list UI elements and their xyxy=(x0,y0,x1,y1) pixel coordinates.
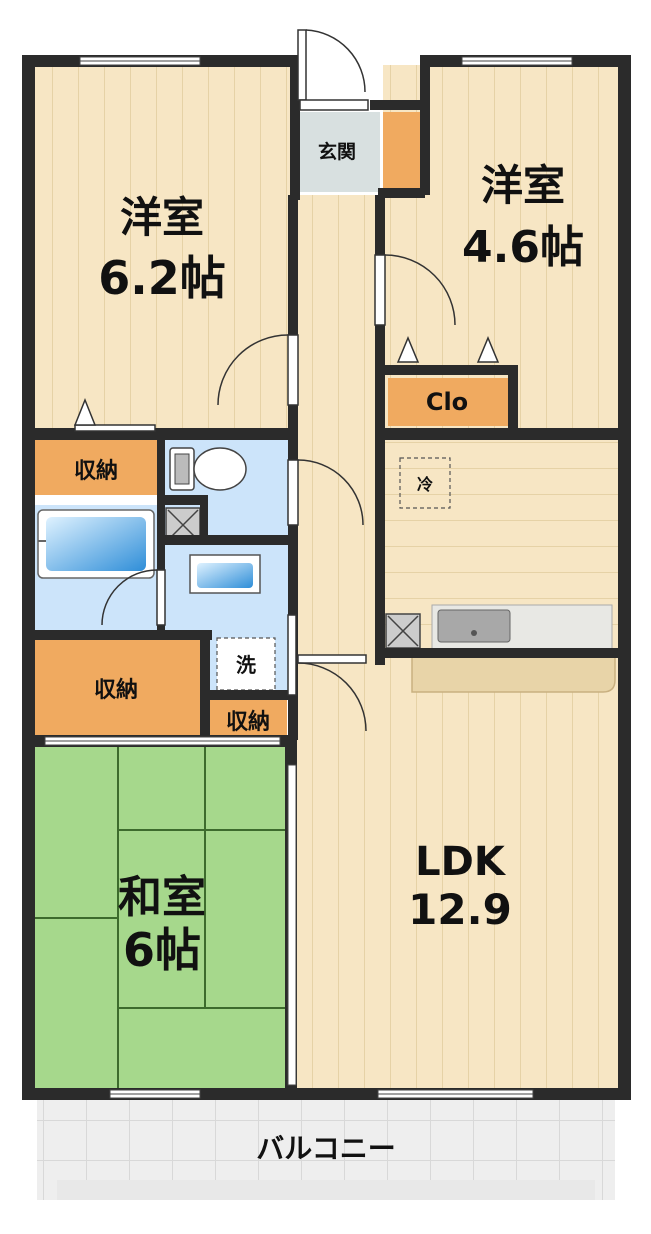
closet-label: Clo xyxy=(426,388,468,416)
japanese-room-name: 和室 xyxy=(118,872,206,923)
ldk-floor xyxy=(296,655,618,1090)
ldk-size: 12.9 xyxy=(408,885,512,934)
western-room-2-size: 4.6帖 xyxy=(462,222,584,273)
windows xyxy=(44,56,573,1099)
tatami-floor xyxy=(35,745,287,1090)
doors xyxy=(73,29,500,732)
entrance-floor xyxy=(300,112,380,192)
western-room-2-name: 洋室 xyxy=(481,161,565,210)
japanese-room-size: 6帖 xyxy=(123,923,201,977)
storage-2-label: 収納 xyxy=(94,677,138,703)
kitchen-counter xyxy=(411,604,616,693)
entrance-storage xyxy=(383,112,421,188)
washer-space xyxy=(216,637,276,691)
western-room-1-size: 6.2帖 xyxy=(98,251,226,305)
western-room-1-floor xyxy=(35,65,293,433)
balcony xyxy=(37,1100,615,1200)
western-room-1-name: 洋室 xyxy=(120,193,204,242)
storage-1-area xyxy=(35,440,157,495)
ldk-name: LDK xyxy=(415,839,507,885)
storage-3-area xyxy=(207,700,287,735)
toilet-icon xyxy=(169,447,247,491)
entrance-label: 玄関 xyxy=(318,140,356,163)
storage-2-area xyxy=(35,640,200,735)
wash-basin-icon xyxy=(189,554,261,594)
washer-label: 洗 xyxy=(236,653,256,677)
bathtub-icon xyxy=(37,509,155,579)
closet-area xyxy=(388,378,508,426)
balcony-label: バルコニー xyxy=(256,1132,395,1165)
refrigerator-space xyxy=(399,457,451,509)
refrigerator-label: 冷 xyxy=(417,475,433,494)
storage-3-label: 収納 xyxy=(226,709,270,735)
storage-1-label: 収納 xyxy=(74,458,118,484)
